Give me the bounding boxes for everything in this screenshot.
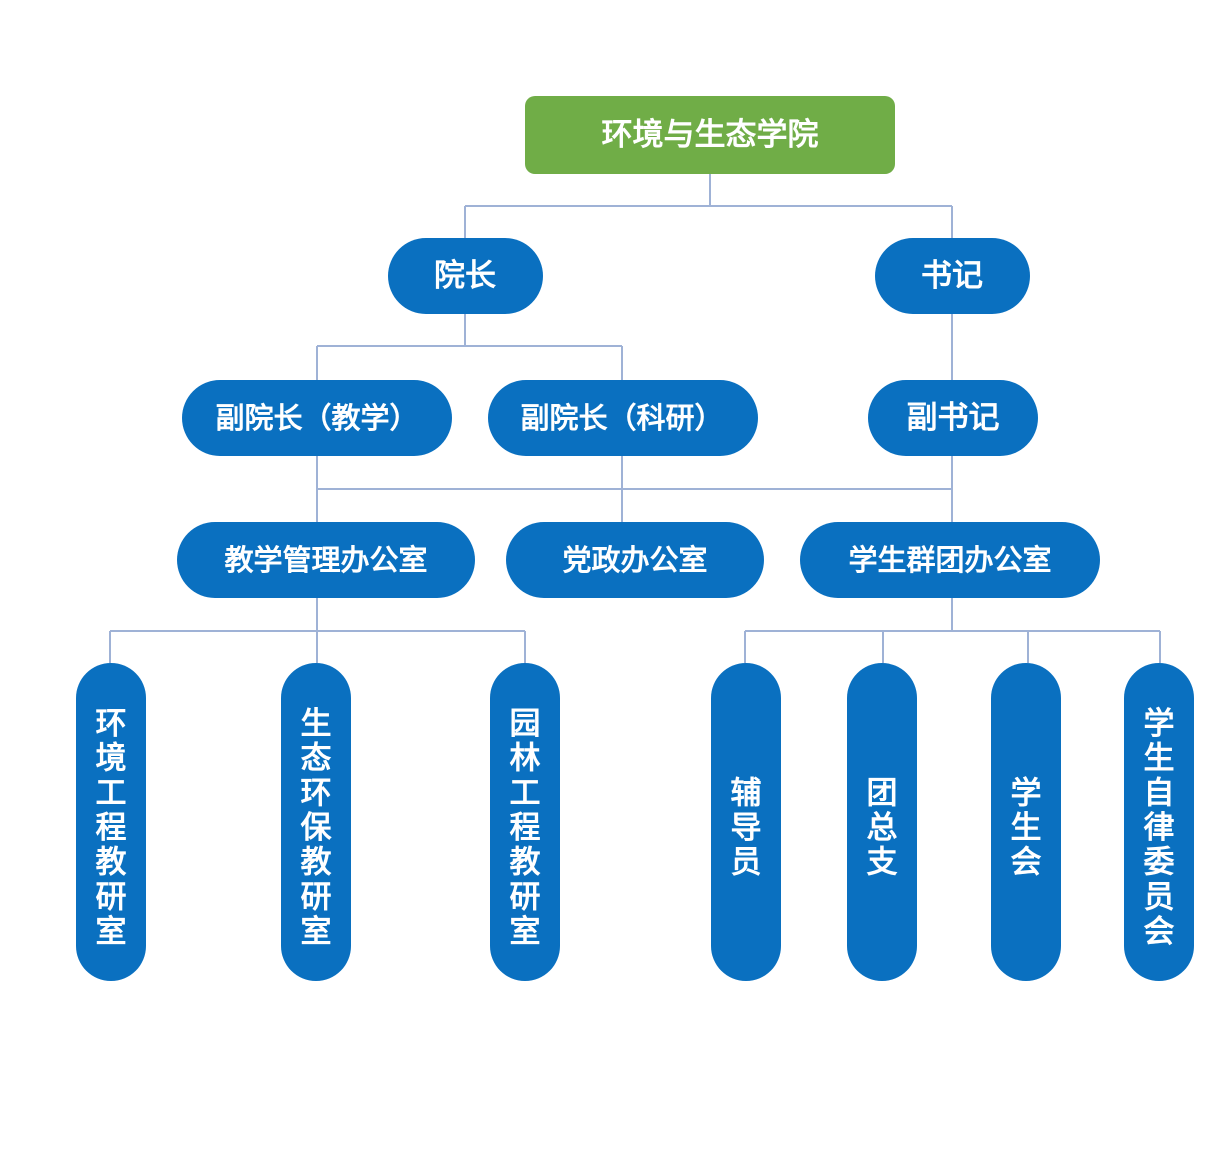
connector-student-office-to-orgs xyxy=(744,598,1161,663)
eco-env-group-label: 生态环保教研室 xyxy=(301,706,333,950)
node-youth-league: 团总支 xyxy=(847,663,917,981)
eco-env-group-box xyxy=(281,663,351,981)
counselor-label: 辅导员 xyxy=(731,775,762,880)
self-discipline-box xyxy=(1124,663,1194,981)
node-env-eng-group: 环境工程教研室 xyxy=(76,663,146,981)
connector-lines xyxy=(109,174,1161,663)
dean-box xyxy=(388,238,543,314)
env-eng-group-label: 环境工程教研室 xyxy=(96,706,127,950)
node-dean: 院长 xyxy=(388,238,543,314)
secretary-label: 书记 xyxy=(921,258,983,294)
youth-league-label: 团总支 xyxy=(867,775,898,880)
node-eco-env-group: 生态环保教研室 xyxy=(281,663,351,981)
vice-dean-research-box xyxy=(488,380,758,456)
vice-dean-research-label: 副院长（科研） xyxy=(520,401,723,435)
node-secretary: 书记 xyxy=(875,238,1030,314)
node-vice-dean-research: 副院长（科研） xyxy=(488,380,758,456)
node-student-union: 学生会 xyxy=(991,663,1061,981)
landscape-group-box xyxy=(490,663,560,981)
node-counselor: 辅导员 xyxy=(711,663,781,981)
student-union-box xyxy=(991,663,1061,981)
landscape-group-label: 园林工程教研室 xyxy=(510,706,541,950)
node-student-office: 学生群团办公室 xyxy=(800,522,1100,598)
node-root-college: 环境与生态学院 xyxy=(525,96,895,174)
secretary-box xyxy=(875,238,1030,314)
deputy-secretary-box xyxy=(868,380,1038,456)
student-office-label: 学生群团办公室 xyxy=(848,543,1051,577)
node-self-discipline: 学生自律委员会 xyxy=(1124,663,1194,981)
student-union-label: 学生会 xyxy=(1011,775,1042,880)
root-box xyxy=(525,96,895,174)
vice-dean-teaching-box xyxy=(182,380,452,456)
teaching-office-box xyxy=(177,522,475,598)
counselor-box xyxy=(711,663,781,981)
deputy-secretary-label: 副书记 xyxy=(907,400,1000,436)
vice-dean-teaching-label: 副院长（教学） xyxy=(215,401,418,435)
teaching-office-label: 教学管理办公室 xyxy=(224,543,427,577)
node-landscape-group: 园林工程教研室 xyxy=(490,663,560,981)
connector-dean-to-vice-deans xyxy=(316,314,623,380)
party-office-label: 党政办公室 xyxy=(562,543,707,577)
youth-league-box xyxy=(847,663,917,981)
dean-label: 院长 xyxy=(434,258,496,294)
node-teaching-office: 教学管理办公室 xyxy=(177,522,475,598)
env-eng-group-box xyxy=(76,663,146,981)
node-deputy-secretary: 副书记 xyxy=(868,380,1038,456)
student-office-box xyxy=(800,522,1100,598)
node-vice-dean-teaching: 副院长（教学） xyxy=(182,380,452,456)
connector-teaching-office-to-groups xyxy=(109,598,526,663)
self-discipline-label: 学生自律委员会 xyxy=(1144,706,1175,950)
root-label: 环境与生态学院 xyxy=(602,117,819,153)
node-party-office: 党政办公室 xyxy=(506,522,764,598)
connector-vice-to-offices xyxy=(316,456,953,522)
party-office-box xyxy=(506,522,764,598)
connector-root-to-leaders xyxy=(464,174,953,238)
